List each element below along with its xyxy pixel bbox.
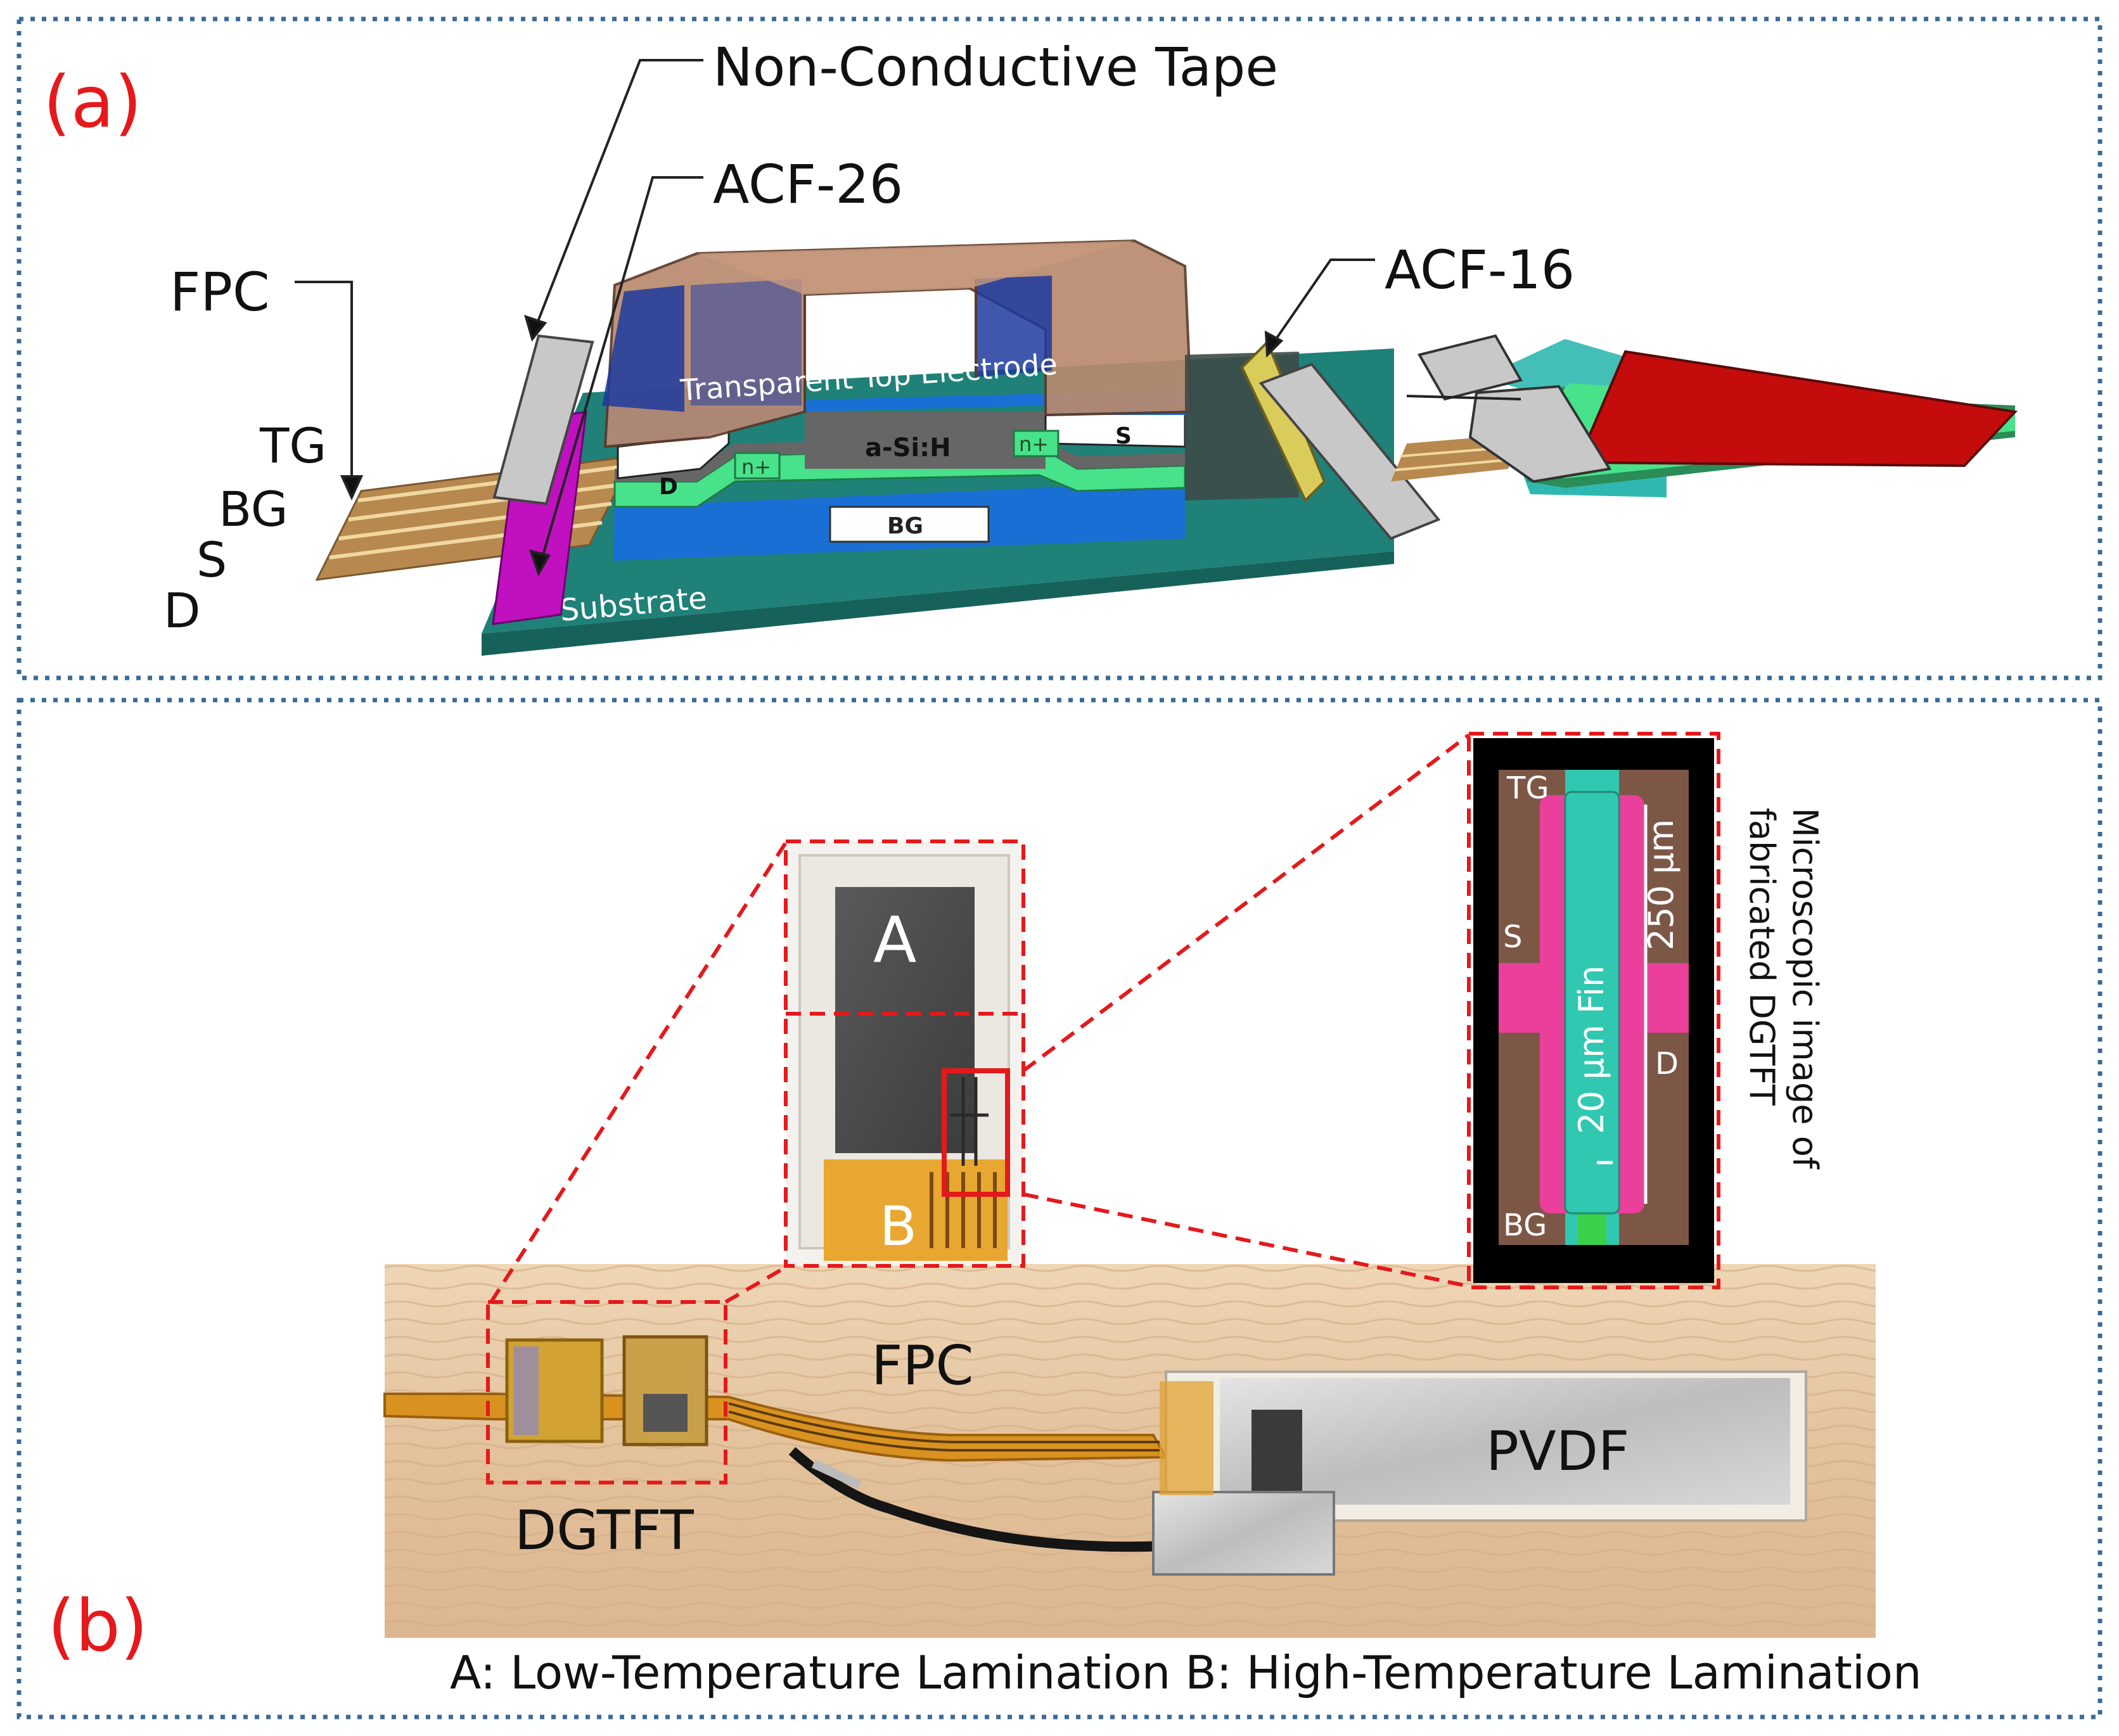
non-conductive-tape-right xyxy=(1258,362,1441,540)
photo-label-pvdf: PVDF xyxy=(1486,1420,1629,1483)
micro-length: 250 µm xyxy=(1641,819,1681,950)
micro-zoom-frame xyxy=(1467,732,1720,1289)
inset-label-a: A xyxy=(873,903,916,977)
bottom-gate-label: BG xyxy=(887,513,923,539)
channel xyxy=(805,412,1046,469)
photo-cable xyxy=(788,1446,1167,1552)
micro-label-tg: TG xyxy=(1506,770,1549,806)
inset-zoom-frame xyxy=(784,839,1025,1268)
inset-label-b: B xyxy=(880,1195,917,1258)
panel-a-frame xyxy=(16,16,2103,680)
pvdf-assembly xyxy=(1406,334,2018,497)
non-conductive-tape-left xyxy=(492,334,594,506)
n-plus-left: n+ xyxy=(741,455,771,479)
micro-label-d: D xyxy=(1655,1046,1679,1082)
inset-device-box xyxy=(942,1068,1010,1197)
photo-label-fpc: FPC xyxy=(871,1334,973,1398)
micro-caption-line1: Microscopic image of xyxy=(1785,808,1825,1170)
micro-label-s: S xyxy=(1503,919,1522,955)
panel-a-label: (a) xyxy=(43,61,142,144)
micro-label-bg: BG xyxy=(1503,1208,1547,1243)
panel-b-label: (b) xyxy=(48,1585,148,1668)
drain-label: D xyxy=(659,474,678,500)
inset-ab: A B xyxy=(784,839,1025,1268)
micro-image: TG S D BG 250 µm 20 µm Fin Microscopic i… xyxy=(1467,732,1825,1289)
panel-b-frame xyxy=(16,698,2103,1720)
tft-stack: BG a-Si:H D n+ S n+ xyxy=(602,239,1299,561)
callout-tg: TG xyxy=(259,418,326,474)
panel-a: (a) Substrate BG xyxy=(16,16,2103,680)
micro-caption-line2: fabricated DGTFT xyxy=(1742,808,1782,1106)
leader-lines xyxy=(295,59,1375,577)
callout-bg: BG xyxy=(219,481,288,537)
panel-b: (b) FPC PVDF DGTFT xyxy=(16,698,2103,1720)
callout-acf16: ACF-16 xyxy=(1385,239,1575,301)
callout-acf26: ACF-26 xyxy=(713,153,903,215)
bottom-gate xyxy=(829,506,990,543)
photo-label-dgtft: DGTFT xyxy=(515,1499,694,1562)
source-label: S xyxy=(1115,423,1132,449)
photo-main: FPC PVDF DGTFT xyxy=(383,1264,1876,1638)
micro-fin: 20 µm Fin xyxy=(1572,966,1611,1134)
n-plus-right: n+ xyxy=(1019,432,1049,456)
callout-d: D xyxy=(163,582,201,639)
callout-s: S xyxy=(196,532,227,588)
dgtft-zoom-box xyxy=(486,1300,727,1484)
inset-dark-patch xyxy=(835,887,975,1153)
lamination-caption: A: Low-Temperature Lamination B: High-Te… xyxy=(450,1646,1922,1699)
channel-label: a-Si:H xyxy=(865,433,951,463)
callout-non-conductive-tape: Non-Conductive Tape xyxy=(713,36,1278,98)
callout-fpc: FPC xyxy=(170,261,270,323)
zoom-connectors xyxy=(489,733,1470,1304)
